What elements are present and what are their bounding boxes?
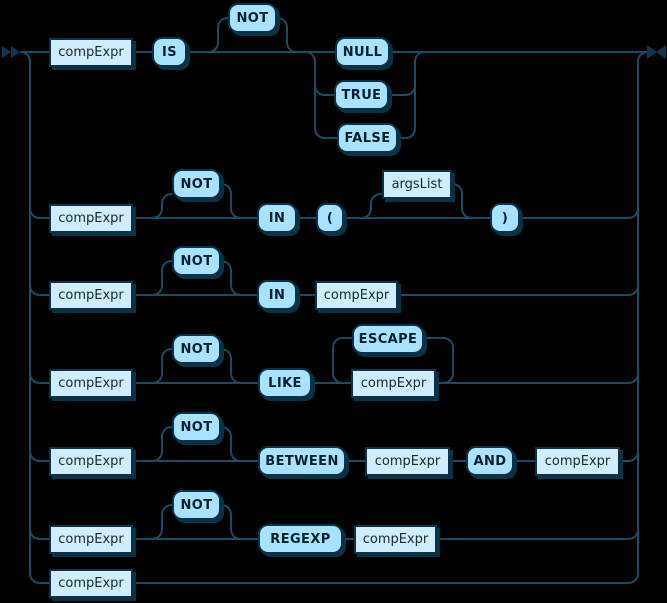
nonterminal-compexpr-7: compExpr: [49, 569, 133, 598]
nonterminal-compexpr-2: compExpr: [49, 204, 133, 233]
terminal-in-2: IN: [257, 280, 297, 310]
terminal-false: FALSE: [337, 123, 398, 153]
nonterminal-compexpr-3b: compExpr: [315, 281, 398, 310]
terminal-like: LIKE: [258, 368, 312, 398]
terminal-between: BETWEEN: [258, 446, 346, 476]
terminal-close-paren: ): [490, 203, 520, 233]
entry-arrow-icon: [11, 46, 20, 58]
nonterminal-argslist: argsList: [382, 170, 452, 199]
nonterminal-compexpr-4b: compExpr: [351, 369, 436, 398]
nonterminal-compexpr-3: compExpr: [49, 281, 133, 310]
exit-arrow-icon: [647, 45, 657, 59]
terminal-true: TRUE: [334, 80, 389, 110]
nonterminal-compexpr-1: compExpr: [49, 38, 133, 67]
terminal-escape: ESCAPE: [352, 324, 424, 354]
nonterminal-compexpr-6b: compExpr: [354, 525, 437, 554]
terminal-not-5: NOT: [172, 412, 221, 442]
exit-arrow-icon: [656, 45, 666, 59]
nonterminal-compexpr-5b: compExpr: [365, 447, 450, 476]
terminal-open-paren: (: [316, 203, 344, 233]
terminal-not-4: NOT: [172, 334, 221, 364]
terminal-in-1: IN: [257, 203, 297, 233]
terminal-is: IS: [152, 37, 187, 67]
entry-arrow-icon: [2, 46, 11, 58]
nonterminal-compexpr-5c: compExpr: [535, 447, 620, 476]
terminal-not-6: NOT: [172, 490, 221, 520]
terminal-null: NULL: [335, 37, 390, 67]
nonterminal-compexpr-4: compExpr: [49, 369, 133, 398]
nonterminal-compexpr-5: compExpr: [49, 447, 133, 476]
terminal-not-2: NOT: [172, 169, 221, 199]
terminal-regexp: REGEXP: [258, 524, 343, 554]
terminal-and: AND: [466, 446, 514, 476]
terminal-not-1: NOT: [228, 3, 277, 33]
terminal-not-3: NOT: [172, 246, 221, 276]
nonterminal-compexpr-6: compExpr: [49, 525, 133, 554]
